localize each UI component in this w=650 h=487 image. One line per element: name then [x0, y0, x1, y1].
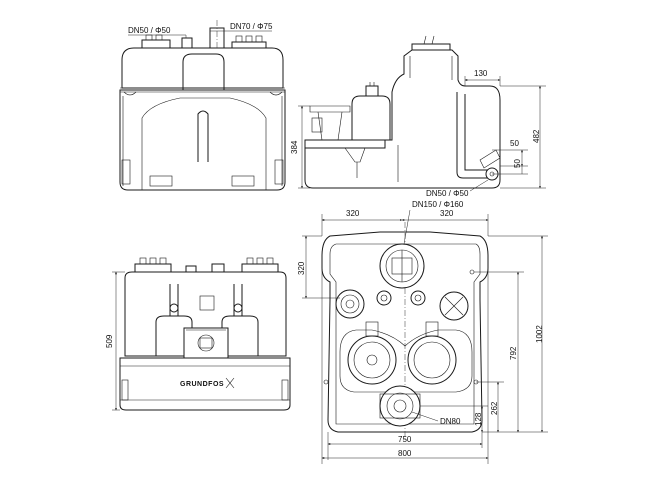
- dn50-inlet-label: DN50 / Φ50: [128, 26, 171, 35]
- dn50-outlet-label: DN50 / Φ50: [426, 189, 469, 198]
- bottom-tank-base: [119, 357, 291, 411]
- center-dome: [182, 53, 225, 90]
- dim-792-label: 792: [509, 346, 518, 360]
- side-motor-housing: [351, 95, 391, 141]
- left-top-fitting: [141, 39, 171, 49]
- dim-320-vert-label: 320: [297, 261, 306, 275]
- plan-motor-left: [347, 335, 397, 385]
- grundfos-x-icon: [225, 377, 235, 389]
- dim-482-label: 482: [532, 129, 541, 143]
- tank-upper-outline: [121, 47, 284, 89]
- bottom-tank-upper: [124, 271, 287, 357]
- dn150-label: DN150 / Φ160: [412, 200, 464, 209]
- dim-509-label: 509: [105, 334, 114, 348]
- dim-320-left-label: 320: [346, 209, 360, 218]
- inlet-pipe-dn50: [181, 37, 193, 49]
- plan-view: 320 320 DN150 / Φ160 320 1002 792 262 12…: [297, 200, 548, 464]
- dim-130-label: 130: [474, 69, 488, 78]
- tank-lower-outline: [119, 89, 286, 191]
- dn80-label: DN80: [440, 417, 461, 426]
- dim-750-label: 750: [398, 435, 412, 444]
- dim-800-label: 800: [398, 449, 412, 458]
- dim-1002-label: 1002: [535, 325, 544, 343]
- side-tank-outline: [304, 49, 501, 189]
- front-view-bottom: GRUNDFOS 509: [105, 257, 291, 411]
- bottom-central-motor: [183, 327, 229, 359]
- plan-inlet-flange: [335, 289, 365, 319]
- side-outlet-pipe: [456, 92, 493, 179]
- bottom-pump-right: [221, 315, 259, 357]
- dim-50-a-label: 50: [510, 139, 519, 148]
- dim-128-label: 128: [474, 412, 483, 426]
- plan-motor-right: [407, 335, 457, 385]
- dn80-outlet: [379, 385, 421, 427]
- grundfos-logo-text: GRUNDFOS: [180, 381, 224, 388]
- dim-320-right-label: 320: [440, 209, 454, 218]
- side-view: 130 482 384 50 50 DN50 / Φ50: [290, 35, 546, 198]
- front-view-top: DN50 / Φ50 DN70 / Φ75: [119, 20, 286, 191]
- dim-50-b-label: 50: [513, 159, 522, 168]
- bottom-pump-left: [155, 315, 193, 357]
- dim-384-label: 384: [290, 140, 299, 154]
- dn70-vent-label: DN70 / Φ75: [230, 22, 273, 31]
- dim-262-label: 262: [490, 401, 499, 415]
